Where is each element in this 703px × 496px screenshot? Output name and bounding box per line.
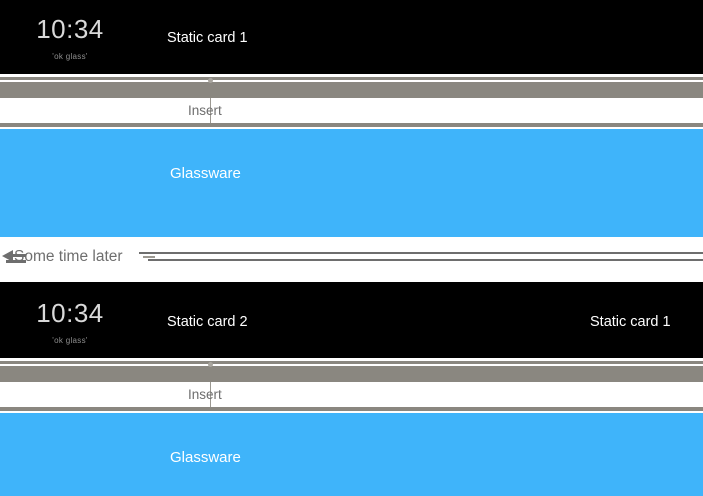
- insert-label: Insert: [188, 387, 222, 402]
- timeline-card-label-static-2[interactable]: Static card 2: [167, 314, 248, 330]
- track-gap-mid-before: [0, 80, 703, 82]
- timeline-card-label-static-1[interactable]: Static card 1: [590, 314, 671, 330]
- clock-time: 10:34: [36, 298, 104, 328]
- voice-hint-label: 'ok glass': [52, 336, 88, 345]
- time-separator-label: Some time later: [14, 248, 123, 265]
- insert-underline-gap-before: [0, 127, 703, 129]
- left-arrow-icon: [2, 250, 13, 262]
- separator-rule-lower: [148, 259, 703, 261]
- left-arrow-stem-2: [6, 260, 26, 263]
- insert-connector-line: [210, 98, 211, 123]
- timeline-card-label-static-1[interactable]: Static card 1: [167, 30, 248, 46]
- glassware-band-after: Glassware: [0, 413, 703, 496]
- voice-hint-label: 'ok glass': [52, 52, 88, 61]
- insert-connector-before: Insert: [0, 98, 703, 123]
- glassware-label[interactable]: Glassware: [170, 449, 241, 466]
- timeline-track-bar-a-after[interactable]: [0, 361, 703, 364]
- insert-underline-gap-after: [0, 411, 703, 413]
- track-gap-upper-after: [0, 358, 703, 361]
- insert-underline-bar-after: [0, 407, 703, 411]
- clock-time: 10:34: [36, 14, 104, 44]
- glassware-label[interactable]: Glassware: [170, 165, 241, 182]
- glass-card-after: 10:34 'ok glass' Static card 2 Static ca…: [0, 282, 703, 358]
- timeline-node-icon-before: [208, 78, 213, 83]
- track-gap-mid-after: [0, 364, 703, 366]
- insert-connector-line: [210, 382, 211, 407]
- timeline-track-bar-b-before[interactable]: [0, 82, 703, 98]
- track-gap-upper-before: [0, 74, 703, 77]
- left-arrow-stem: [12, 254, 26, 257]
- insert-label: Insert: [188, 103, 222, 118]
- glassware-band-before: Glassware: [0, 129, 703, 237]
- timeline-track-bar-b-after[interactable]: [0, 366, 703, 382]
- clock-block-after: 10:34 'ok glass': [0, 298, 140, 345]
- separator-rule-upper: [139, 252, 703, 254]
- timeline-node-icon-after: [208, 362, 213, 367]
- time-separator: Some time later: [0, 237, 703, 282]
- timeline-track-bar-a-before[interactable]: [0, 77, 703, 80]
- insert-underline-bar-before: [0, 123, 703, 127]
- insert-connector-after: Insert: [0, 382, 703, 407]
- glass-card-before: 10:34 'ok glass' Static card 1: [0, 0, 703, 74]
- separator-rule-tick: [143, 256, 155, 258]
- clock-block-before: 10:34 'ok glass': [0, 14, 140, 61]
